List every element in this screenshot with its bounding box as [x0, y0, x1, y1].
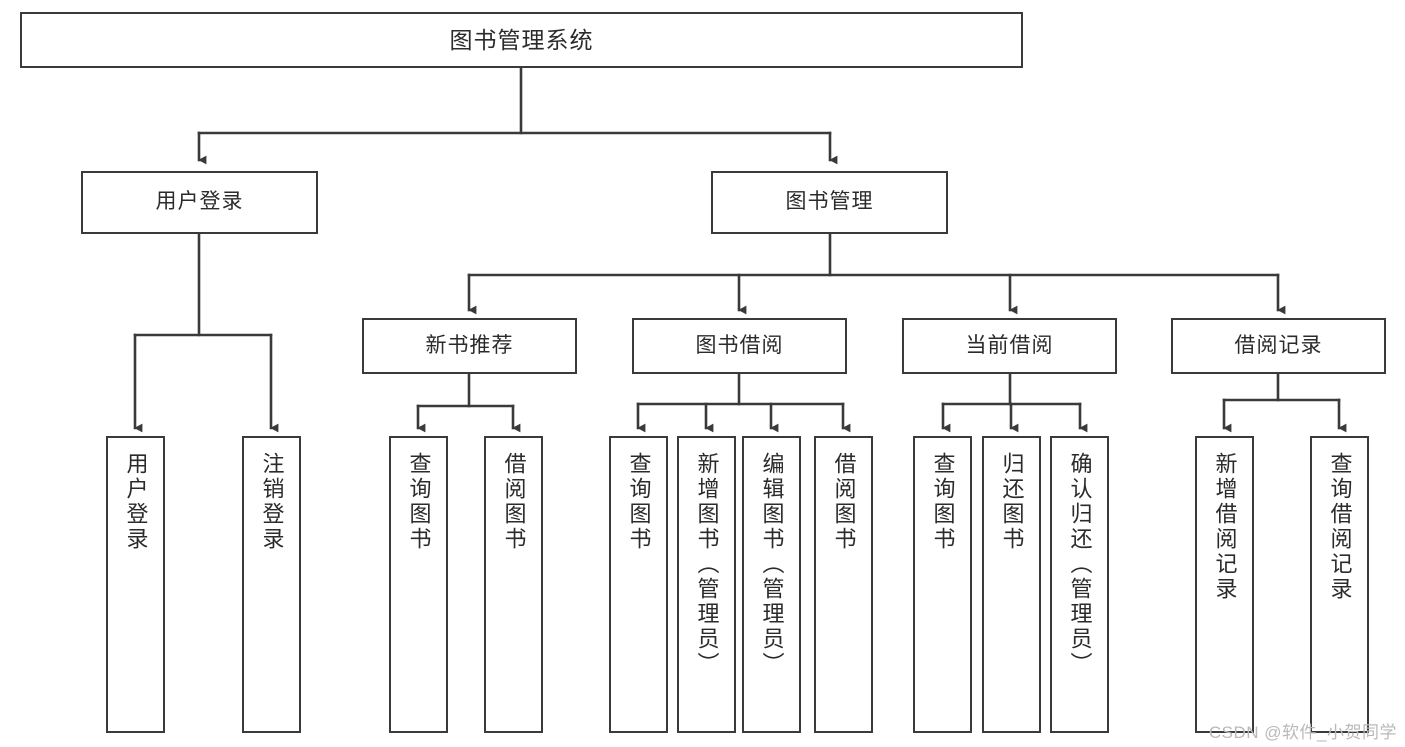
- node-label: 借阅图书: [501, 452, 527, 552]
- leaf-add-book[interactable]: 新增图书（管理员）: [677, 436, 736, 733]
- node-label: 新增图书（管理员）: [694, 452, 720, 677]
- node-root[interactable]: 图书管理系统: [20, 12, 1023, 68]
- node-user-login[interactable]: 用户登录: [81, 171, 318, 234]
- leaf-return-book[interactable]: 归还图书: [982, 436, 1041, 733]
- node-book-borrow[interactable]: 图书借阅: [632, 318, 847, 374]
- node-label: 图书管理系统: [449, 26, 594, 53]
- leaf-edit-book[interactable]: 编辑图书（管理员）: [742, 436, 801, 733]
- leaf-logout[interactable]: 注销登录: [242, 436, 301, 733]
- node-borrow-record[interactable]: 借阅记录: [1171, 318, 1386, 374]
- leaf-query-record[interactable]: 查询借阅记录: [1310, 436, 1369, 733]
- leaf-query-book-2[interactable]: 查询图书: [609, 436, 668, 733]
- node-label: 归还图书: [999, 452, 1025, 552]
- leaf-user-login[interactable]: 用户登录: [106, 436, 165, 733]
- node-label: 图书管理: [785, 190, 874, 214]
- node-label: 图书借阅: [695, 333, 784, 357]
- node-label: 借阅图书: [831, 452, 857, 552]
- node-label: 新增借阅记录: [1212, 452, 1238, 602]
- node-label: 查询图书: [626, 452, 652, 552]
- node-label: 查询借阅记录: [1327, 452, 1353, 602]
- node-label: 确认归还（管理员）: [1067, 452, 1093, 677]
- leaf-query-book-1[interactable]: 查询图书: [389, 436, 448, 733]
- node-current-borrow[interactable]: 当前借阅: [902, 318, 1117, 374]
- leaf-borrow-book-1[interactable]: 借阅图书: [484, 436, 543, 733]
- leaf-borrow-book-2[interactable]: 借阅图书: [814, 436, 873, 733]
- node-book-manage[interactable]: 图书管理: [711, 171, 948, 234]
- node-label: 用户登录: [123, 452, 149, 552]
- node-label: 用户登录: [155, 190, 244, 214]
- node-label: 查询图书: [930, 452, 956, 552]
- node-label: 当前借阅: [965, 333, 1054, 357]
- node-label: 编辑图书（管理员）: [759, 452, 785, 677]
- node-label: 新书推荐: [425, 333, 514, 357]
- node-label: 注销登录: [259, 452, 285, 552]
- node-label: 借阅记录: [1234, 333, 1323, 357]
- node-new-book-recommend[interactable]: 新书推荐: [362, 318, 577, 374]
- leaf-confirm-return[interactable]: 确认归还（管理员）: [1050, 436, 1109, 733]
- leaf-add-record[interactable]: 新增借阅记录: [1195, 436, 1254, 733]
- node-label: 查询图书: [406, 452, 432, 552]
- leaf-query-book-3[interactable]: 查询图书: [913, 436, 972, 733]
